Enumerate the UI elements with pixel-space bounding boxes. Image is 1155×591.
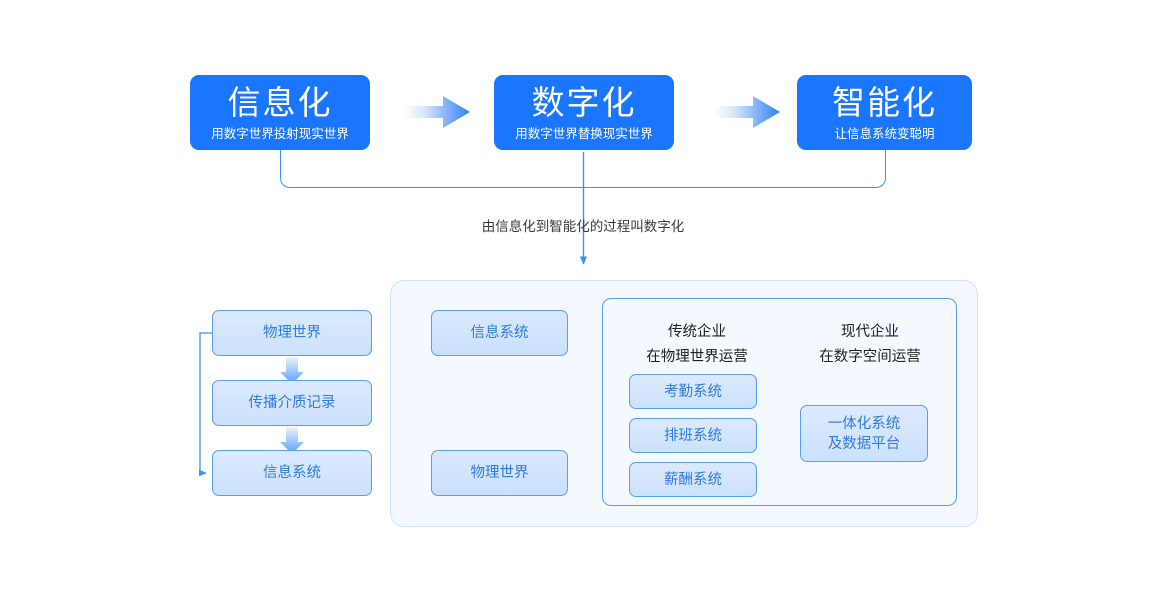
stage-box-1[interactable]: 数字化 用数字世界替换现实世界: [494, 75, 674, 150]
left-node-2[interactable]: 信息系统: [212, 450, 372, 496]
stage-title-0: 信息化: [227, 83, 333, 121]
enterprise-item-1-0[interactable]: 一体化系统 及数据平台: [800, 405, 928, 462]
stage-title-1: 数字化: [531, 83, 637, 121]
enterprise-column-heading-1: 现代企业 在数字空间运营: [819, 324, 921, 365]
stage-box-0[interactable]: 信息化 用数字世界投射现实世界: [190, 75, 370, 150]
stage-title-2: 智能化: [832, 83, 937, 121]
stage-box-2[interactable]: 智能化 让信息系统变聪明: [797, 75, 972, 150]
left-node-1[interactable]: 传播介质记录: [212, 380, 372, 426]
enterprise-item-0-0[interactable]: 考勤系统: [629, 374, 757, 409]
process-caption: 由信息化到智能化的过程叫数字化: [481, 219, 685, 234]
left-node-0[interactable]: 物理世界: [212, 310, 372, 356]
middle-node-0[interactable]: 信息系统: [431, 310, 568, 356]
enterprise-column-heading-0: 传统企业 在物理世界运营: [646, 324, 748, 365]
stage-subtitle-2: 让信息系统变聪明: [834, 126, 935, 141]
enterprise-item-0-2[interactable]: 薪酬系统: [629, 462, 757, 497]
arrow-right-icon-1: [403, 96, 470, 128]
middle-node-1[interactable]: 物理世界: [431, 450, 568, 496]
stage-bracket: [280, 150, 886, 188]
stage-subtitle-1: 用数字世界替换现实世界: [515, 126, 653, 141]
enterprise-item-0-1[interactable]: 排班系统: [629, 418, 757, 453]
arrow-right-icon-2: [713, 96, 780, 128]
stage-subtitle-0: 用数字世界投射现实世界: [211, 126, 349, 141]
